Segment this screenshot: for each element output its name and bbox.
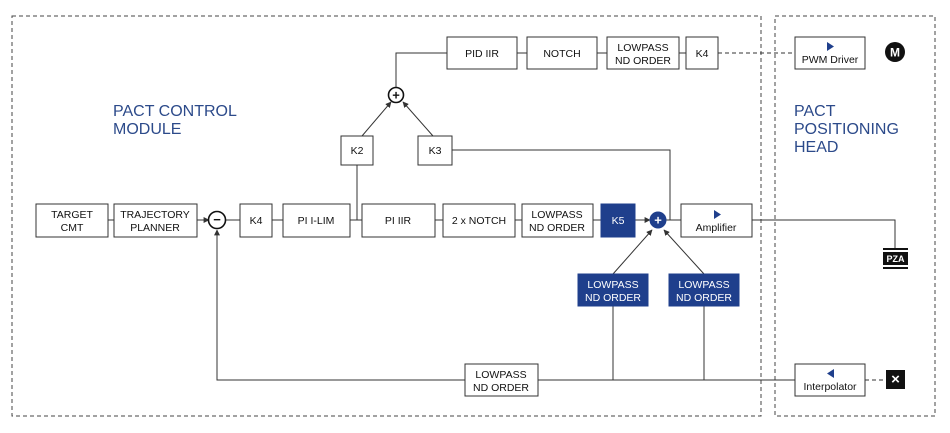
trajectory-planner-line2: PLANNER	[130, 222, 180, 234]
lowpass-main-block: LOWPASS ND ORDER	[521, 203, 594, 238]
pwm-driver-block: PWM Driver	[794, 36, 866, 70]
notch-2x-label: 2 x NOTCH	[452, 215, 506, 227]
positioning-head-region	[774, 15, 936, 417]
encoder-symbol: ×	[886, 370, 905, 389]
pid-iir-block: PID IIR	[446, 36, 518, 70]
interpolator-block: Interpolator	[794, 363, 866, 397]
k3-label: K3	[429, 145, 442, 157]
pi-ilim-label: PI I-LIM	[298, 215, 335, 227]
lowpass-bottom-line1: LOWPASS	[475, 369, 526, 381]
target-cmt-block: TARGET CMT	[35, 203, 109, 238]
interpolator-label: Interpolator	[803, 381, 857, 393]
target-cmt-line1: TARGET	[51, 209, 93, 221]
k4-main-label: K4	[250, 215, 263, 227]
lowpass-fb2-block: LOWPASS ND ORDER	[668, 273, 740, 307]
encoder-label: ×	[891, 371, 900, 388]
control-module-title-2: MODULE	[113, 121, 181, 138]
lowpass-bottom-line2: ND ORDER	[473, 382, 529, 394]
target-cmt-line2: CMT	[61, 222, 84, 234]
control-module-title-1: PACT CONTROL	[113, 103, 237, 120]
k2-label: K2	[351, 145, 364, 157]
lowpass-main-line1: LOWPASS	[531, 209, 582, 221]
sum-right-junction: +	[649, 211, 667, 229]
lowpass-top-line2: ND ORDER	[615, 55, 671, 67]
lowpass-fb2-line2: ND ORDER	[676, 292, 732, 304]
positioning-head-title-3: HEAD	[794, 139, 838, 156]
amplifier-icon	[714, 210, 721, 219]
motor-label: M	[890, 46, 900, 60]
pwm-driver-label: PWM Driver	[802, 54, 859, 66]
pi-ilim-block: PI I-LIM	[282, 203, 351, 238]
k3-block: K3	[417, 135, 453, 166]
k4-top-label: K4	[696, 48, 709, 60]
k5-block: K5	[600, 203, 636, 238]
pwm-driver-icon	[827, 42, 834, 51]
notch-top-label: NOTCH	[543, 48, 580, 60]
trajectory-planner-block: TRAJECTORY PLANNER	[113, 203, 198, 238]
lowpass-fb1-line1: LOWPASS	[587, 279, 638, 291]
sum-top-sign: +	[392, 88, 400, 103]
k5-label: K5	[612, 215, 625, 227]
notch-2x-block: 2 x NOTCH	[442, 203, 516, 238]
pid-iir-label: PID IIR	[465, 48, 499, 60]
k4-main-block: K4	[239, 203, 273, 238]
lowpass-bottom-block: LOWPASS ND ORDER	[464, 363, 539, 397]
minus-sign: −	[213, 212, 221, 227]
pi-iir-block: PI IIR	[361, 203, 436, 238]
minus-junction: −	[207, 210, 227, 230]
k4-top-block: K4	[685, 36, 719, 70]
lowpass-top-block: LOWPASS ND ORDER	[606, 36, 680, 70]
amplifier-label: Amplifier	[696, 222, 737, 234]
pi-iir-label: PI IIR	[385, 215, 412, 227]
lowpass-top-line1: LOWPASS	[617, 42, 668, 54]
amplifier-block: Amplifier	[680, 203, 753, 238]
pza-symbol: PZA	[883, 248, 908, 269]
lowpass-fb2-line1: LOWPASS	[678, 279, 729, 291]
motor-symbol: M	[885, 42, 905, 62]
sum-right-sign: +	[654, 213, 662, 228]
notch-top-block: NOTCH	[526, 36, 598, 70]
interpolator-icon	[827, 369, 834, 378]
positioning-head-title-1: PACT	[794, 103, 836, 120]
lowpass-fb1-block: LOWPASS ND ORDER	[577, 273, 649, 307]
lowpass-main-line2: ND ORDER	[529, 222, 585, 234]
trajectory-planner-line1: TRAJECTORY	[120, 209, 190, 221]
k2-block: K2	[340, 135, 374, 166]
sum-top-junction: +	[387, 86, 405, 104]
positioning-head-title-2: POSITIONING	[794, 121, 899, 138]
pza-label: PZA	[887, 254, 906, 264]
control-module-region	[11, 15, 762, 417]
lowpass-fb1-line2: ND ORDER	[585, 292, 641, 304]
